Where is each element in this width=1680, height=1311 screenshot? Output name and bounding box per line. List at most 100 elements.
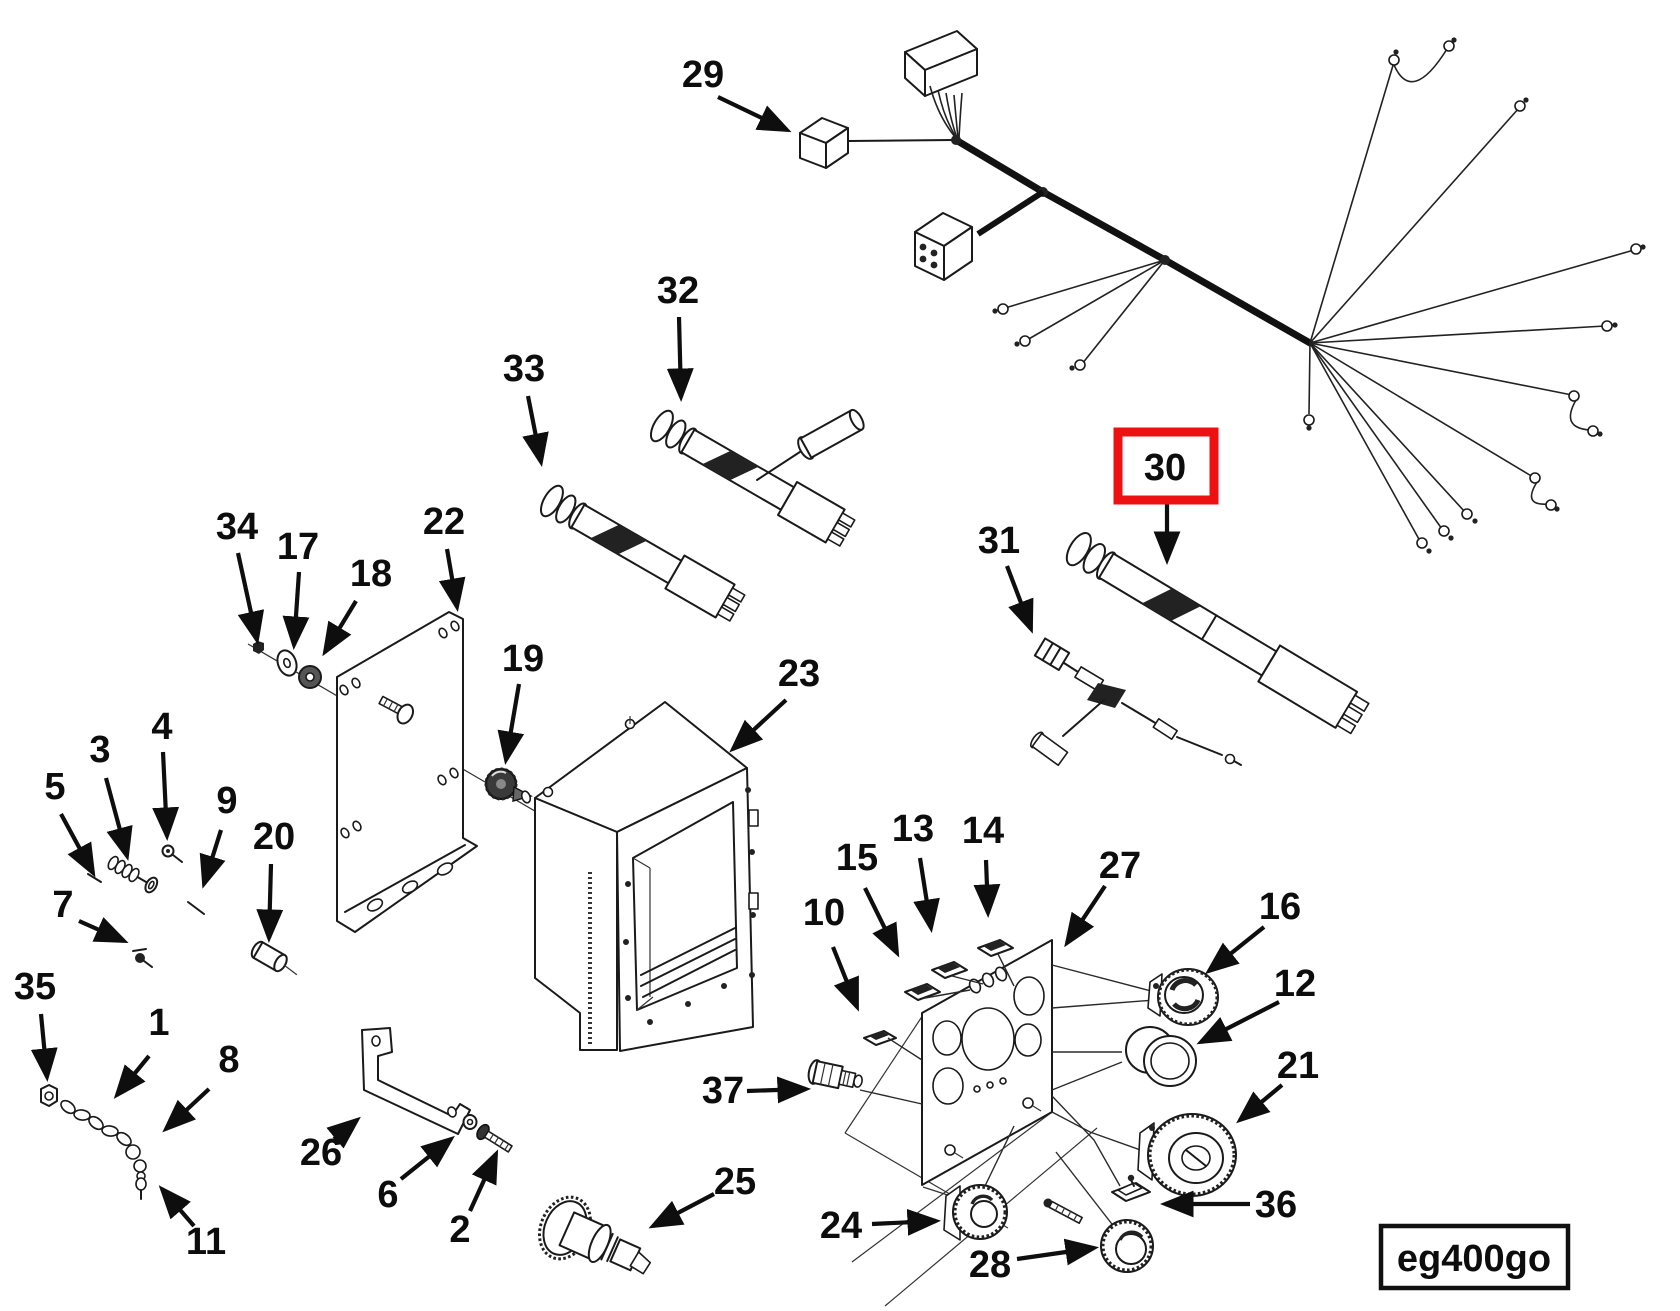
callout-23[interactable]: 23 xyxy=(778,653,820,695)
callout-32[interactable]: 32 xyxy=(657,270,699,312)
arrow-14 xyxy=(973,859,1001,919)
wiring-harness-part xyxy=(799,30,1646,554)
callout-12[interactable]: 12 xyxy=(1274,963,1316,1005)
callout-labels: 29 32 33 30 31 34 17 18 22 19 23 3 4 5 9… xyxy=(14,54,1319,1286)
arrow-19 xyxy=(497,683,525,765)
arrow-29 xyxy=(717,95,792,133)
callout-37[interactable]: 37 xyxy=(702,1070,744,1112)
arrow-18 xyxy=(322,599,358,657)
arrow-25 xyxy=(648,1192,715,1229)
highlight-box-30 xyxy=(1113,427,1219,505)
callout-21[interactable]: 21 xyxy=(1277,1045,1319,1087)
callout-25[interactable]: 25 xyxy=(714,1161,756,1203)
diagram-code: eg400go xyxy=(1397,1238,1551,1280)
arrow-31 xyxy=(1005,565,1034,634)
callout-27[interactable]: 27 xyxy=(1099,845,1141,887)
callout-9[interactable]: 9 xyxy=(216,780,237,822)
callout-3[interactable]: 3 xyxy=(89,729,110,771)
callout-28[interactable]: 28 xyxy=(969,1244,1011,1286)
arrow-13 xyxy=(913,857,940,933)
arrow-26 xyxy=(326,1116,361,1149)
rocker-switch-part xyxy=(904,983,941,1001)
callout-13[interactable]: 13 xyxy=(892,808,934,850)
gauge-part xyxy=(1051,1026,1197,1091)
screw-part xyxy=(1043,1198,1083,1224)
arrow-5 xyxy=(59,812,96,878)
callout-17[interactable]: 17 xyxy=(277,526,319,568)
callout-36[interactable]: 36 xyxy=(1255,1184,1297,1226)
callout-18[interactable]: 18 xyxy=(350,553,392,595)
control-knob-part xyxy=(943,1125,1015,1241)
callout-2[interactable]: 2 xyxy=(449,1209,470,1251)
screw-part xyxy=(476,1123,513,1153)
arrow-4 xyxy=(152,751,180,842)
arrow-33 xyxy=(522,395,549,467)
cable-assembly-32 xyxy=(649,408,865,547)
arrow-17 xyxy=(282,571,310,651)
arrow-2 xyxy=(468,1149,499,1212)
screw-spring-part xyxy=(107,855,159,894)
callout-11[interactable]: 11 xyxy=(186,1221,226,1263)
callout-10[interactable]: 10 xyxy=(803,892,845,934)
bracket-part xyxy=(361,1027,513,1153)
callout-30[interactable]: 30 xyxy=(1144,447,1186,489)
arrow-8 xyxy=(162,1087,211,1133)
rocker-switch-part xyxy=(977,939,1014,957)
callout-20[interactable]: 20 xyxy=(253,816,295,858)
small-pin-part xyxy=(132,948,153,968)
callout-7[interactable]: 7 xyxy=(52,884,73,926)
callout-6[interactable]: 6 xyxy=(377,1174,398,1216)
arrow-28 xyxy=(1016,1238,1099,1266)
arrow-3 xyxy=(103,777,133,861)
callout-35[interactable]: 35 xyxy=(14,966,56,1008)
arrow-1 xyxy=(113,1054,151,1099)
chain-assembly-part xyxy=(40,1084,147,1200)
rocker-switch-part xyxy=(931,961,968,979)
callout-33[interactable]: 33 xyxy=(503,348,545,390)
callout-29[interactable]: 29 xyxy=(682,54,724,96)
arrow-6 xyxy=(399,1135,455,1181)
cable-assembly-31 xyxy=(1029,637,1242,767)
callout-arrows xyxy=(30,95,1284,1266)
callout-5[interactable]: 5 xyxy=(44,766,65,808)
callout-24[interactable]: 24 xyxy=(820,1205,862,1247)
arrow-9 xyxy=(199,829,226,889)
clip-part xyxy=(187,901,205,915)
arrow-16 xyxy=(1205,925,1266,975)
callout-26[interactable]: 26 xyxy=(300,1132,342,1174)
arrow-24 xyxy=(871,1208,942,1236)
arrow-23 xyxy=(729,698,788,753)
enclosure-box-part xyxy=(534,701,759,1052)
callout-16[interactable]: 16 xyxy=(1259,886,1301,928)
arrow-10 xyxy=(831,946,859,1012)
callout-1[interactable]: 1 xyxy=(148,1002,169,1044)
callout-31[interactable]: 31 xyxy=(978,520,1020,562)
knurled-knob-part xyxy=(484,767,533,804)
arrow-32 xyxy=(666,316,694,403)
arrow-22 xyxy=(438,548,466,612)
cable-assembly-30 xyxy=(1065,532,1370,735)
toggle-switch-part xyxy=(538,1195,652,1275)
arrow-15 xyxy=(863,887,900,958)
small-hardware-parts xyxy=(87,844,298,976)
diagram-code-box: eg400go xyxy=(1378,1223,1571,1291)
rocker-switch-part xyxy=(863,1030,897,1046)
callout-22[interactable]: 22 xyxy=(423,501,465,543)
arrow-20 xyxy=(256,863,284,944)
callout-19[interactable]: 19 xyxy=(502,638,544,680)
callout-4[interactable]: 4 xyxy=(151,706,172,748)
arrow-37 xyxy=(746,1076,812,1104)
callout-34[interactable]: 34 xyxy=(216,506,258,548)
instrument-panel-cluster xyxy=(807,939,1237,1307)
pin-part xyxy=(87,873,102,883)
callout-15[interactable]: 15 xyxy=(836,837,878,879)
gauge-part xyxy=(1051,964,1219,1026)
micro-switch-part xyxy=(1111,1174,1151,1202)
arrow-35 xyxy=(30,1013,58,1083)
callout-14[interactable]: 14 xyxy=(962,810,1004,852)
sender-switch-part xyxy=(807,1059,863,1090)
control-knob-part xyxy=(1055,1151,1154,1273)
callout-8[interactable]: 8 xyxy=(218,1039,239,1081)
arrow-34 xyxy=(235,552,265,645)
